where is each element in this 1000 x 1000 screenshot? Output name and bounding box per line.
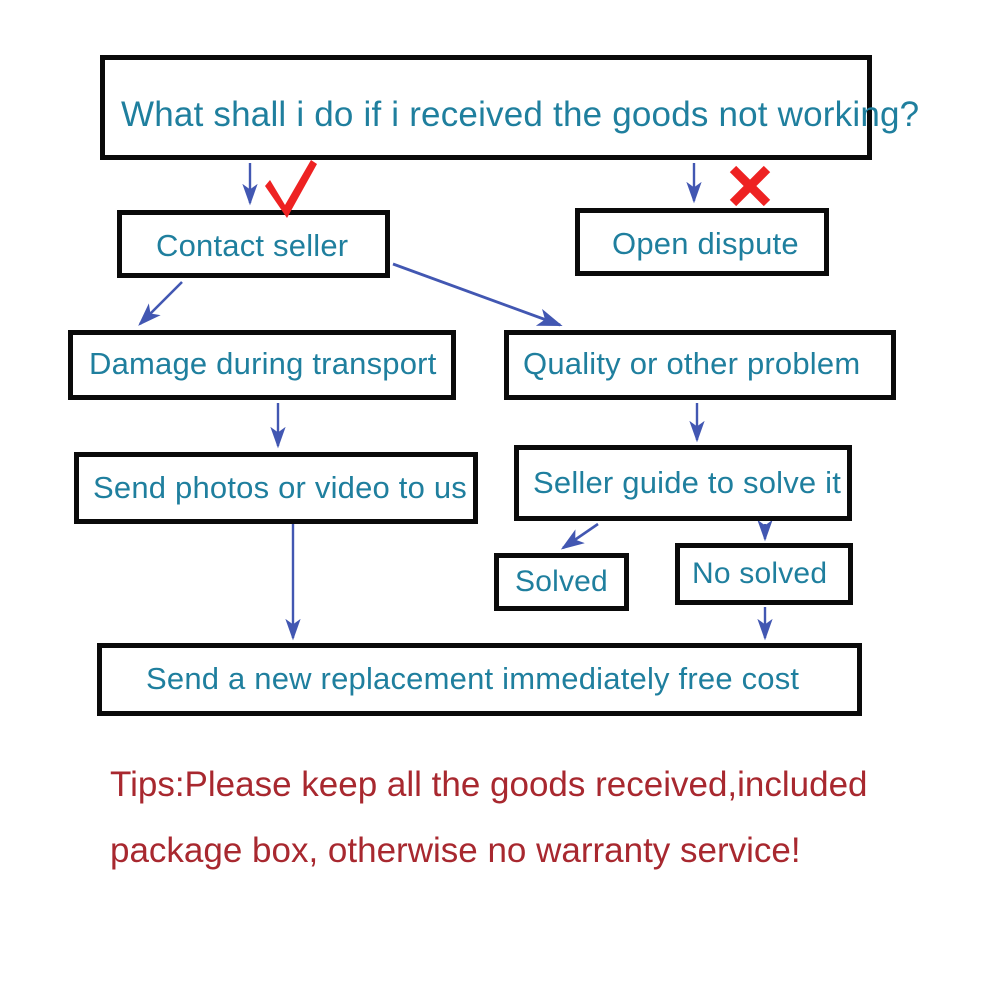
node-seller-guide-to-solve[interactable]: Seller guide to solve it [514, 445, 852, 521]
node-question[interactable]: What shall i do if i received the goods … [100, 55, 919, 160]
edge-contact-to-damage [138, 281, 183, 326]
check-mark-glyph [265, 160, 317, 218]
edge-contact-to-quality [392, 262, 563, 327]
node-contact-seller-label: Contact seller [156, 227, 349, 263]
node-send-photos-or-video-label: Send photos or video to us [93, 469, 468, 505]
node-send-new-replacement-label: Send a new replacement immediately free … [146, 661, 800, 696]
node-quality-or-other-problem-label: Quality or other problem [523, 345, 861, 381]
check-mark-icon [262, 158, 320, 224]
cross-mark-glyph [729, 165, 771, 207]
tips-line-2: package box, otherwise no warranty servi… [110, 831, 801, 870]
tips-line-1: Tips:Please keep all the goods received,… [110, 765, 868, 804]
node-no-solved-label: No solved [692, 556, 828, 590]
node-no-solved[interactable]: No solved [675, 543, 853, 605]
node-solved[interactable]: Solved [494, 553, 629, 611]
tips-note: Tips:Please keep all the goods received,… [110, 752, 910, 884]
node-damage-during-transport-label: Damage during transport [89, 345, 437, 381]
edge-guide-to-solved [560, 522, 599, 550]
node-question-label: What shall i do if i received the goods … [121, 95, 920, 134]
node-open-dispute[interactable]: Open dispute [575, 208, 829, 276]
cross-mark-icon [727, 163, 773, 213]
node-contact-seller[interactable]: Contact seller [117, 210, 390, 278]
node-damage-during-transport[interactable]: Damage during transport [68, 330, 456, 400]
node-solved-label: Solved [515, 564, 608, 598]
node-send-new-replacement[interactable]: Send a new replacement immediately free … [97, 643, 862, 716]
node-open-dispute-label: Open dispute [612, 225, 799, 261]
node-quality-or-other-problem[interactable]: Quality or other problem [504, 330, 896, 400]
node-seller-guide-to-solve-label: Seller guide to solve it [533, 464, 842, 500]
node-send-photos-or-video[interactable]: Send photos or video to us [74, 452, 478, 524]
